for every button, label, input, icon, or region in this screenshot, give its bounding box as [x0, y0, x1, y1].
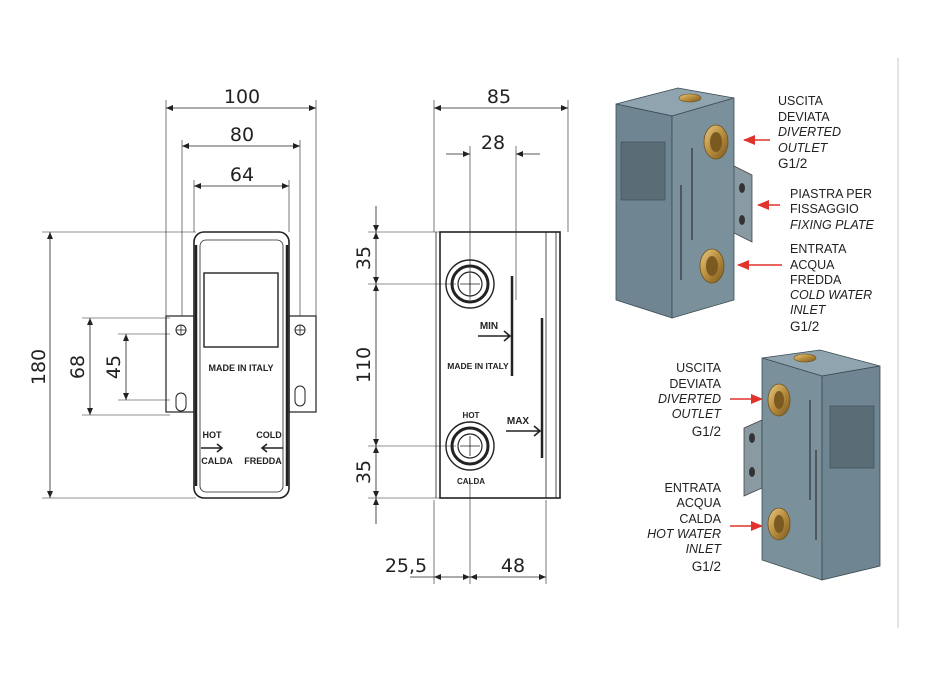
- dim-offset-28: 28: [481, 132, 505, 154]
- dim-height-68: 68: [67, 355, 89, 379]
- side-dim-28: 28: [446, 132, 540, 300]
- v1-inlet-line-1: ENTRATA: [790, 242, 847, 256]
- v1-inlet-line-3: FREDDA: [790, 273, 842, 287]
- dim-bottom-35: 35: [353, 460, 375, 484]
- v1-plate-line-1: PIASTRA PER: [790, 187, 872, 201]
- dim-width-64: 64: [230, 164, 254, 186]
- side-body: [435, 231, 561, 499]
- side-max-label: MAX: [507, 416, 530, 427]
- v1-outlet-line-3: DIVERTED: [778, 125, 841, 139]
- dim-width-80: 80: [230, 124, 254, 146]
- v2-inlet-line-4: HOT WATER: [647, 527, 721, 541]
- v2-outlet-line-5: G1/2: [692, 424, 721, 439]
- dim-bottom-48: 48: [501, 555, 525, 577]
- front-hot-label: HOT: [203, 430, 223, 440]
- dim-width-100: 100: [224, 86, 260, 108]
- side-dim-bottom: 25,5 48: [385, 480, 547, 584]
- v1-inlet-line-4: COLD WATER: [790, 288, 872, 302]
- v2-outlet-line-3: DIVERTED: [658, 392, 721, 406]
- side-calda-label: CALDA: [457, 477, 485, 486]
- side-min-arrow-icon: [478, 330, 512, 342]
- render-view-1: [615, 87, 753, 319]
- side-dim-vertical: 35 110 35: [353, 206, 456, 524]
- v1-plate-line-3: FIXING PLATE: [790, 218, 874, 232]
- side-hot-label: HOT: [463, 411, 480, 420]
- front-body: [193, 231, 290, 499]
- v2-inlet-line-1: ENTRATA: [665, 481, 722, 495]
- render-view-1-callouts: USCITA DEVIATA DIVERTED OUTLET G1/2 PIAS…: [737, 94, 874, 334]
- v2-outlet-line-4: OUTLET: [672, 407, 723, 421]
- front-dim-100: 100: [165, 86, 317, 316]
- side-min-label: MIN: [480, 321, 498, 332]
- v2-inlet-line-2: ACQUA: [677, 496, 722, 510]
- dim-top-35: 35: [353, 246, 375, 270]
- v1-outlet-line-1: USCITA: [778, 94, 824, 108]
- v1-outlet-line-5: G1/2: [778, 156, 807, 171]
- render-view-2-callouts: USCITA DEVIATA DIVERTED OUTLET G1/2 ENTR…: [647, 361, 763, 574]
- dim-middle-110: 110: [353, 347, 375, 383]
- render-view-2: [743, 349, 881, 581]
- v1-plate-line-2: FISSAGGIO: [790, 202, 859, 216]
- front-cold-label: COLD: [256, 430, 282, 440]
- v1-inlet-line-6: G1/2: [790, 319, 819, 334]
- front-dim-80: 80: [181, 124, 301, 316]
- side-view: 85 28 35 110 35: [353, 86, 569, 584]
- v1-inlet-line-5: INLET: [790, 303, 827, 317]
- v2-outlet-line-1: USCITA: [676, 361, 722, 375]
- v1-outlet-line-4: OUTLET: [778, 141, 829, 155]
- front-dim-68: 68: [67, 317, 170, 416]
- v2-inlet-line-3: CALDA: [679, 512, 721, 526]
- side-port-bottom: [445, 421, 495, 471]
- side-max-arrow-icon: [506, 425, 542, 437]
- v1-inlet-line-2: ACQUA: [790, 258, 835, 272]
- front-made-in-italy: MADE IN ITALY: [208, 363, 273, 373]
- front-dim-64: 64: [193, 164, 290, 232]
- v1-outlet-line-2: DEVIATA: [778, 110, 830, 124]
- front-fredda-label: FREDDA: [244, 456, 282, 466]
- front-dim-45: 45: [103, 333, 170, 401]
- front-calda-label: CALDA: [201, 456, 233, 466]
- v2-outlet-line-2: DEVIATA: [669, 377, 721, 391]
- dim-depth-85: 85: [487, 86, 511, 108]
- front-view: 100 80 64 180 68: [28, 86, 317, 499]
- side-dim-85: 85: [433, 86, 569, 232]
- side-made-in-italy: MADE IN ITALY: [447, 361, 509, 371]
- front-dim-180: 180: [28, 231, 196, 499]
- v2-inlet-line-6: G1/2: [692, 559, 721, 574]
- v2-inlet-line-5: INLET: [686, 542, 723, 556]
- side-port-top: [445, 259, 495, 309]
- dim-height-180: 180: [28, 349, 50, 385]
- dim-bottom-25-5: 25,5: [385, 555, 427, 577]
- front-hot-arrow-icon: [201, 443, 224, 453]
- dim-height-45: 45: [103, 355, 125, 379]
- front-cold-arrow-icon: [260, 443, 283, 453]
